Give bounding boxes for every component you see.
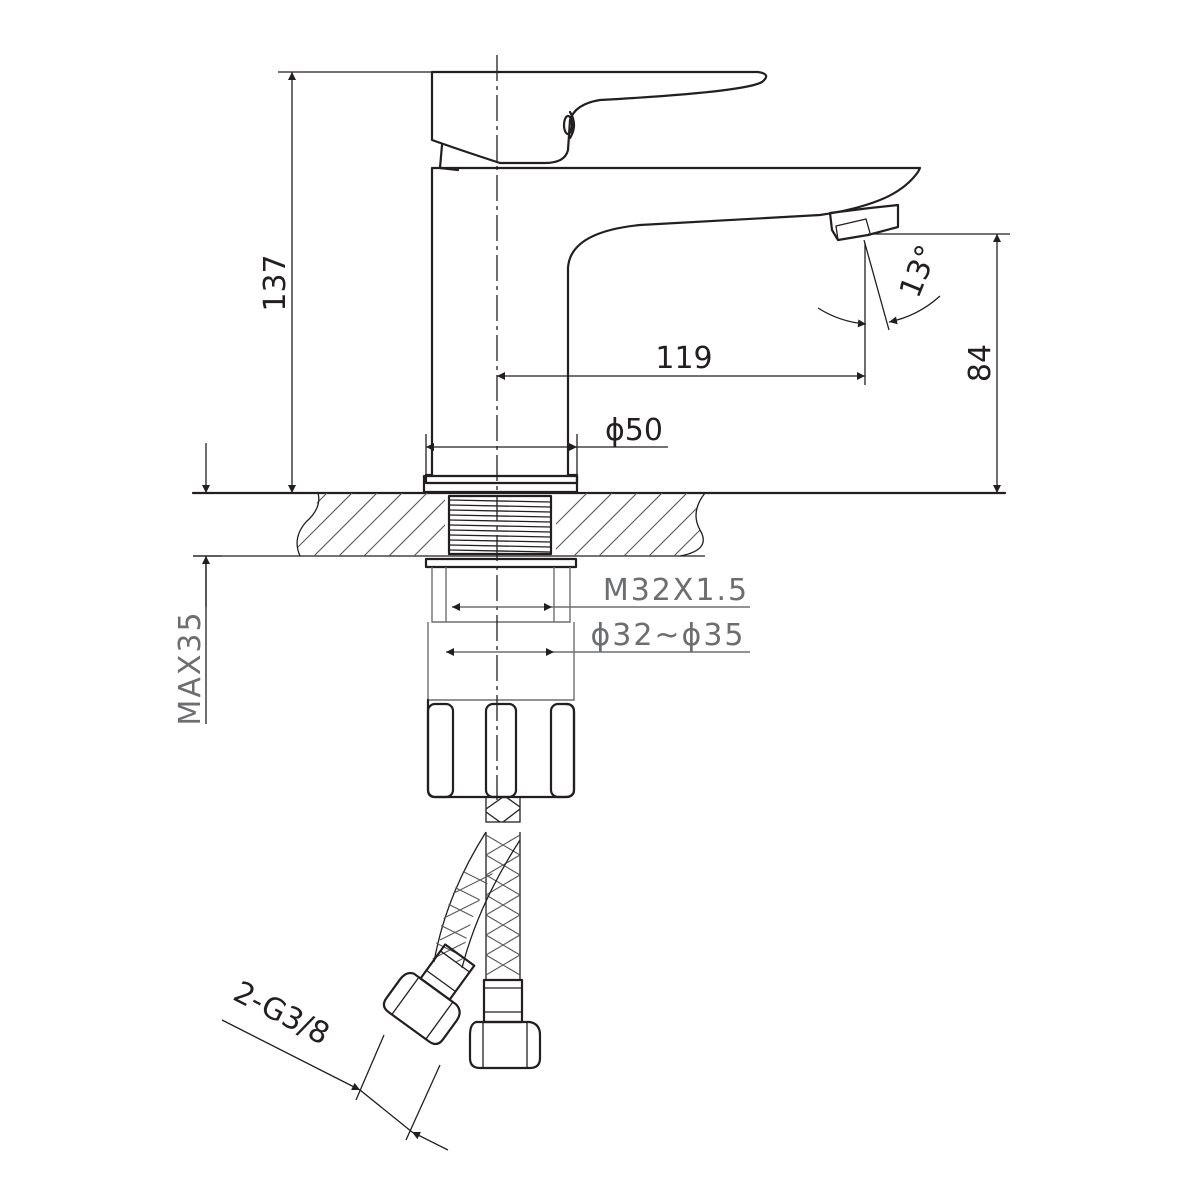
dim-total-height: 137: [258, 71, 432, 493]
dim-hole-diameter: ϕ32~ϕ35: [446, 618, 750, 656]
lever-handle: [430, 70, 768, 165]
aerator: [828, 203, 900, 242]
dim-label-137: 137: [258, 254, 293, 311]
dim-label-phi32-35: ϕ32~ϕ35: [590, 618, 745, 653]
body-column: [424, 166, 922, 485]
dim-thread: M32X1.5: [452, 573, 750, 611]
hose-fitting-right: [468, 978, 542, 1070]
dim-spout-angle: 13°: [817, 239, 945, 331]
faucet-body: [422, 70, 922, 494]
countertop: [191, 491, 1007, 557]
dim-spout-reach: 119: [497, 243, 866, 385]
dim-label-13deg: 13°: [893, 240, 945, 302]
dim-label-m32x15: M32X1.5: [603, 573, 749, 608]
dim-label-84: 84: [963, 344, 998, 382]
dim-max-thickness: MAX35: [173, 443, 222, 726]
dim-label-119: 119: [655, 341, 712, 376]
dim-label-max35: MAX35: [173, 610, 208, 725]
hose-fitting-left: [382, 943, 476, 1046]
dim-label-2-g38: 2-G3/8: [228, 975, 335, 1053]
dim-spout-height: 84: [868, 233, 1010, 493]
dim-label-phi50: ϕ50: [605, 413, 663, 448]
dim-base-diameter: ϕ50: [425, 413, 668, 478]
dim-hose-connector: 2-G3/8: [221, 975, 449, 1151]
mounting-hardware: [424, 557, 578, 799]
hoses: [382, 796, 542, 1070]
